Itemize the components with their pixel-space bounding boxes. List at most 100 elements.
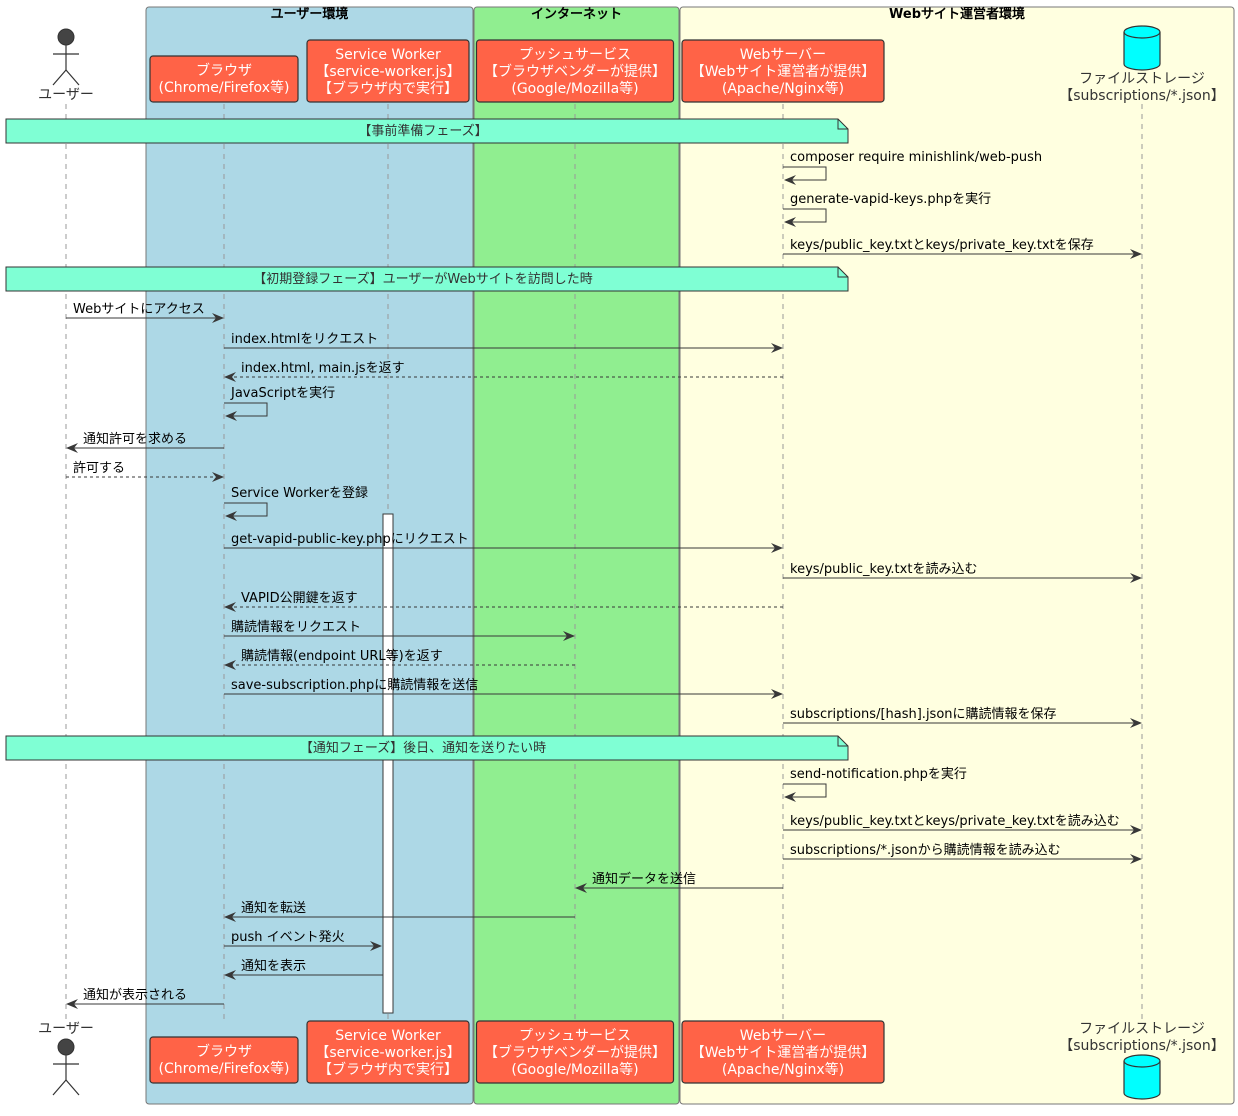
self-message-arrow [783,166,827,185]
participant-label: Service Worker [335,1028,441,1044]
message-7: index.html, main.jsを返す [224,361,783,382]
message-label: Webサイトにアクセス [73,302,205,317]
participant-label: (Apache/Nginx等) [722,80,844,97]
phase-note: 【通知フェーズ】後日、通知を送りたい時 [5,735,849,761]
participant-label: 【ブラウザ内で実行】 [318,80,458,97]
participant-label: (Apache/Nginx等) [722,1061,844,1078]
participant-label: プッシュサービス [519,1028,631,1044]
message-label: subscriptions/*.jsonから購読情報を読み込む [790,842,1061,858]
participant-box [475,1020,675,1084]
self-message-arrow [224,502,268,521]
participant-label: ユーザー [38,1021,94,1037]
message-label: get-vapid-public-key.phpにリクエスト [231,532,469,547]
message-1: composer require minishlink/web-push [783,150,1042,185]
phase-note: 【事前準備フェーズ】 [5,118,849,144]
group-operator-env [679,6,1235,1105]
group-title: Webサイト運営者環境 [889,6,1025,22]
message-6: index.htmlをリクエスト [224,332,783,353]
participant-box [149,55,299,103]
group-title: インターネット [531,7,622,22]
message-16: 購読情報(endpoint URL等)を返す [224,648,575,670]
participant-label: 【ブラウザベンダーが提供】 [484,63,666,80]
participant-label: Service Worker [335,47,441,63]
message-label: JavaScriptを実行 [230,385,335,401]
participant-label: 【service-worker.js】 [315,1045,460,1061]
message-label: 通知が表示される [83,987,187,1003]
phase-note-text: 【通知フェーズ】後日、通知を送りたい時 [300,740,546,756]
message-label: generate-vapid-keys.phpを実行 [790,191,991,207]
participant-push-bottom: プッシュサービス【ブラウザベンダーが提供】(Google/Mozilla等) [475,1020,675,1084]
message-label: subscriptions/[hash].jsonに購読情報を保存 [790,706,1057,722]
participant-label: 【ブラウザベンダーが提供】 [484,1044,666,1061]
self-message-arrow [783,208,827,227]
participant-sw-top: Service Worker【service-worker.js】【ブラウザ内で… [306,39,470,103]
participant-user-bottom: ユーザー [38,1021,94,1096]
message-label: Service Workerを登録 [231,486,368,501]
participant-label: (Google/Mozilla等) [511,1061,638,1078]
message-label: send-notification.phpを実行 [790,766,967,782]
participant-label: (Google/Mozilla等) [511,80,638,97]
self-message-arrow [224,402,268,421]
message-label: 購読情報(endpoint URL等)を返す [241,648,443,664]
participant-label: (Chrome/Firefox等) [159,1060,290,1077]
participant-label: 【ブラウザ内で実行】 [318,1061,458,1078]
actor-icon [52,28,80,86]
message-3: keys/public_key.txtとkeys/private_key.txt… [783,238,1142,259]
participant-box [306,1020,470,1084]
message-14: VAPID公開鍵を返す [224,590,783,612]
actor-icon [52,1038,80,1096]
participant-label: 【Webサイト運営者が提供】 [691,64,876,80]
message-11: Service Workerを登録 [224,486,368,521]
message-label: keys/public_key.txtとkeys/private_key.txt… [790,813,1120,829]
message-label: index.html, main.jsを返す [241,361,405,376]
message-5: Webサイトにアクセス [66,302,224,323]
message-10: 許可する [66,461,224,482]
participant-sw-bottom: Service Worker【service-worker.js】【ブラウザ内で… [306,1020,470,1084]
participant-web-bottom: Webサーバー【Webサイト運営者が提供】(Apache/Nginx等) [681,1020,885,1084]
message-26: 通知を表示 [224,958,383,980]
participant-box [149,1036,299,1084]
message-15: 購読情報をリクエスト [224,619,575,641]
participant-box [306,39,470,103]
message-22: subscriptions/*.jsonから購読情報を読み込む [783,842,1142,864]
message-2: generate-vapid-keys.phpを実行 [783,191,991,227]
participant-label: 【subscriptions/*.json】 [1059,1038,1224,1054]
message-13: keys/public_key.txtを読み込む [783,561,1142,583]
participant-browser-top: ブラウザ(Chrome/Firefox等) [149,55,299,103]
message-label: VAPID公開鍵を返す [241,590,358,606]
participant-label: Webサーバー [740,47,826,63]
message-label: 通知許可を求める [83,431,187,447]
participant-box [475,39,675,103]
message-label: push イベント発火 [231,930,345,945]
participant-box [681,39,885,103]
participant-label: ファイルストレージ [1079,1021,1205,1037]
phase-note-text: 【事前準備フェーズ】 [358,123,487,139]
message-label: 通知を表示 [241,958,306,974]
participant-box [681,1020,885,1084]
message-12: get-vapid-public-key.phpにリクエスト [224,532,783,553]
participant-label: ユーザー [38,87,94,103]
participant-browser-bottom: ブラウザ(Chrome/Firefox等) [149,1036,299,1084]
self-message-arrow [783,783,827,802]
message-label: index.htmlをリクエスト [231,332,378,347]
participant-storage-bottom: ファイルストレージ【subscriptions/*.json】 [1059,1021,1225,1100]
participant-web-top: Webサーバー【Webサイト運営者が提供】(Apache/Nginx等) [681,39,885,103]
message-25: push イベント発火 [224,930,382,951]
participant-user-top: ユーザー [38,28,94,103]
phase-note-text: 【初期登録フェーズ】ユーザーがWebサイトを訪問した時 [253,271,592,287]
database-icon [1123,1054,1161,1100]
participant-storage-top: ファイルストレージ【subscriptions/*.json】 [1059,25,1225,104]
group-internet [473,6,680,1105]
participant-label: プッシュサービス [519,47,631,63]
participant-label: (Chrome/Firefox等) [159,79,290,96]
message-27: 通知が表示される [66,987,224,1009]
message-label: 通知データを送信 [592,871,696,887]
message-8: JavaScriptを実行 [224,385,335,421]
participant-label: ブラウザ [196,62,252,79]
message-9: 通知許可を求める [66,431,224,453]
participant-label: Webサーバー [740,1028,826,1044]
phase-note: 【初期登録フェーズ】ユーザーがWebサイトを訪問した時 [5,266,849,292]
sw-activation-bar [382,513,394,1014]
group-title: ユーザー環境 [271,6,349,22]
